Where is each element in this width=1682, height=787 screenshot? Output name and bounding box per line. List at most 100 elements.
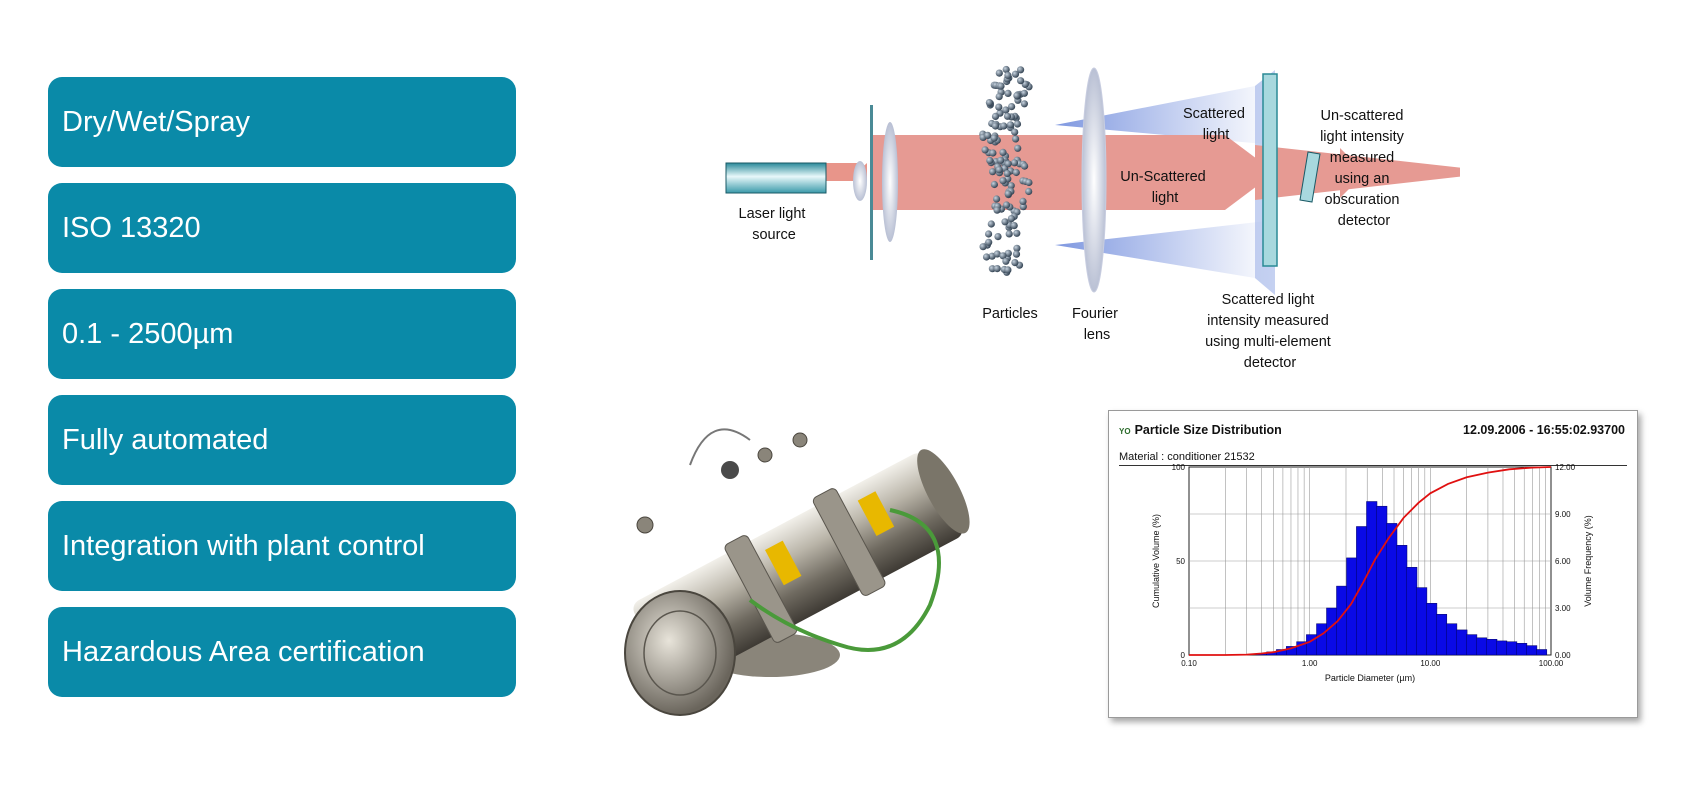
histogram-bar: [1326, 607, 1338, 656]
particle: [995, 103, 1003, 111]
histogram-bar: [1526, 645, 1538, 656]
histogram-bar: [1436, 614, 1448, 656]
histogram-bar: [1536, 649, 1548, 656]
histogram-bar: [1486, 639, 1498, 656]
particle: [1019, 203, 1027, 211]
histogram-bar: [1476, 637, 1488, 656]
particle: [1000, 122, 1008, 130]
particle: [1002, 201, 1011, 209]
laser-diffraction-diagram: Laser light source Particles Fourier len…: [725, 65, 1460, 371]
particle: [1011, 70, 1020, 78]
x-tick-label: 0.10: [1181, 659, 1197, 668]
histogram-bar: [1456, 629, 1468, 656]
particle: [1012, 135, 1020, 143]
instrument-fittings: [636, 428, 808, 534]
particle: [1020, 100, 1028, 108]
feature-iso-standard: ISO 13320: [48, 183, 516, 273]
particle: [1004, 89, 1012, 97]
particle: [993, 265, 1001, 273]
particle: [1004, 266, 1012, 274]
histogram-bar: [1366, 501, 1378, 656]
feature-hazardous-area: Hazardous Area certification: [48, 607, 516, 697]
histogram-bar: [1446, 623, 1458, 656]
histogram-bar: [1416, 587, 1428, 656]
histogram-bar: [1316, 623, 1328, 656]
histogram-bar: [1386, 523, 1398, 656]
laser-source-icon: [725, 162, 827, 194]
particle: [1012, 168, 1020, 177]
particle: [1006, 121, 1015, 129]
particle: [1017, 66, 1025, 74]
particle: [995, 93, 1003, 101]
particle: [1025, 178, 1033, 187]
particle: [1013, 229, 1021, 237]
particle: [995, 166, 1003, 174]
particle: [987, 220, 995, 228]
particle: [1012, 250, 1021, 258]
multi-element-detector-icon: [1262, 73, 1278, 267]
histogram-bar: [1496, 640, 1508, 656]
particle: [1011, 259, 1019, 267]
feature-automation: Fully automated: [48, 395, 516, 485]
feature-size-range: 0.1 - 2500µm: [48, 289, 516, 379]
obscuration-detector-label: Un-scattered light intensity measured us…: [1320, 108, 1408, 229]
particle: [1017, 77, 1025, 85]
particle: [1003, 112, 1012, 120]
particle: [993, 206, 1001, 214]
particle: [989, 149, 997, 157]
particles-label: Particles: [982, 306, 1038, 322]
psd-divider: [1119, 465, 1627, 466]
cumulative-curve: [1189, 466, 1552, 656]
y-left-tick-label: 100: [1172, 463, 1186, 472]
x-tick-label: 100.00: [1539, 659, 1564, 668]
particle: [1010, 222, 1018, 230]
particle: [985, 230, 993, 238]
particle: [999, 177, 1007, 185]
particle: [984, 131, 992, 139]
particle: [1001, 218, 1009, 226]
particle: [993, 250, 1001, 258]
particle: [995, 69, 1003, 77]
y-left-tick-label: 50: [1176, 557, 1185, 566]
particle: [1008, 103, 1016, 111]
particle: [979, 243, 987, 251]
feature-dry-wet-spray: Dry/Wet/Spray: [48, 77, 516, 167]
histogram-bar: [1376, 505, 1388, 656]
scattered-light-label: Scattered light: [1183, 106, 1249, 143]
y-right-tick-label: 3.00: [1555, 604, 1571, 613]
fourier-lens-label: Fourier lens: [1072, 306, 1122, 343]
feature-list: Dry/Wet/Spray ISO 13320 0.1 - 2500µm Ful…: [48, 77, 516, 713]
particle: [1002, 65, 1010, 74]
green-cable: [748, 508, 941, 652]
x-tick-label: 10.00: [1420, 659, 1441, 668]
histogram-bar: [1396, 545, 1408, 656]
instrument-photo: [624, 428, 970, 716]
particle: [985, 99, 993, 107]
particle: [1010, 159, 1019, 167]
particle: [991, 122, 999, 130]
feature-plant-integration: Integration with plant control: [48, 501, 516, 591]
histogram-bar: [1426, 603, 1438, 656]
particle: [997, 156, 1005, 164]
particle: [981, 146, 989, 154]
particle: [999, 252, 1007, 260]
instrument-body: [624, 449, 970, 716]
y-right-tick-label: 12.00: [1555, 463, 1576, 472]
particle: [999, 148, 1007, 156]
particle: [1004, 71, 1012, 79]
particle: [1005, 230, 1013, 238]
histogram-bar: [1466, 634, 1478, 656]
particle: [986, 156, 994, 165]
y-left-axis-label: Cumulative Volume (%): [1151, 514, 1161, 608]
particle: [1011, 128, 1019, 136]
fourier-lens-icon: [1081, 67, 1107, 293]
unscattered-light-label: Un-Scattered light: [1120, 169, 1209, 206]
multi-element-detector-label: Scattered light intensity measured using…: [1205, 292, 1335, 371]
psd-timestamp: 12.09.2006 - 16:55:02.93700: [1463, 423, 1625, 437]
particle: [997, 82, 1005, 90]
y-right-axis-label: Volume Frequency (%): [1583, 515, 1593, 607]
